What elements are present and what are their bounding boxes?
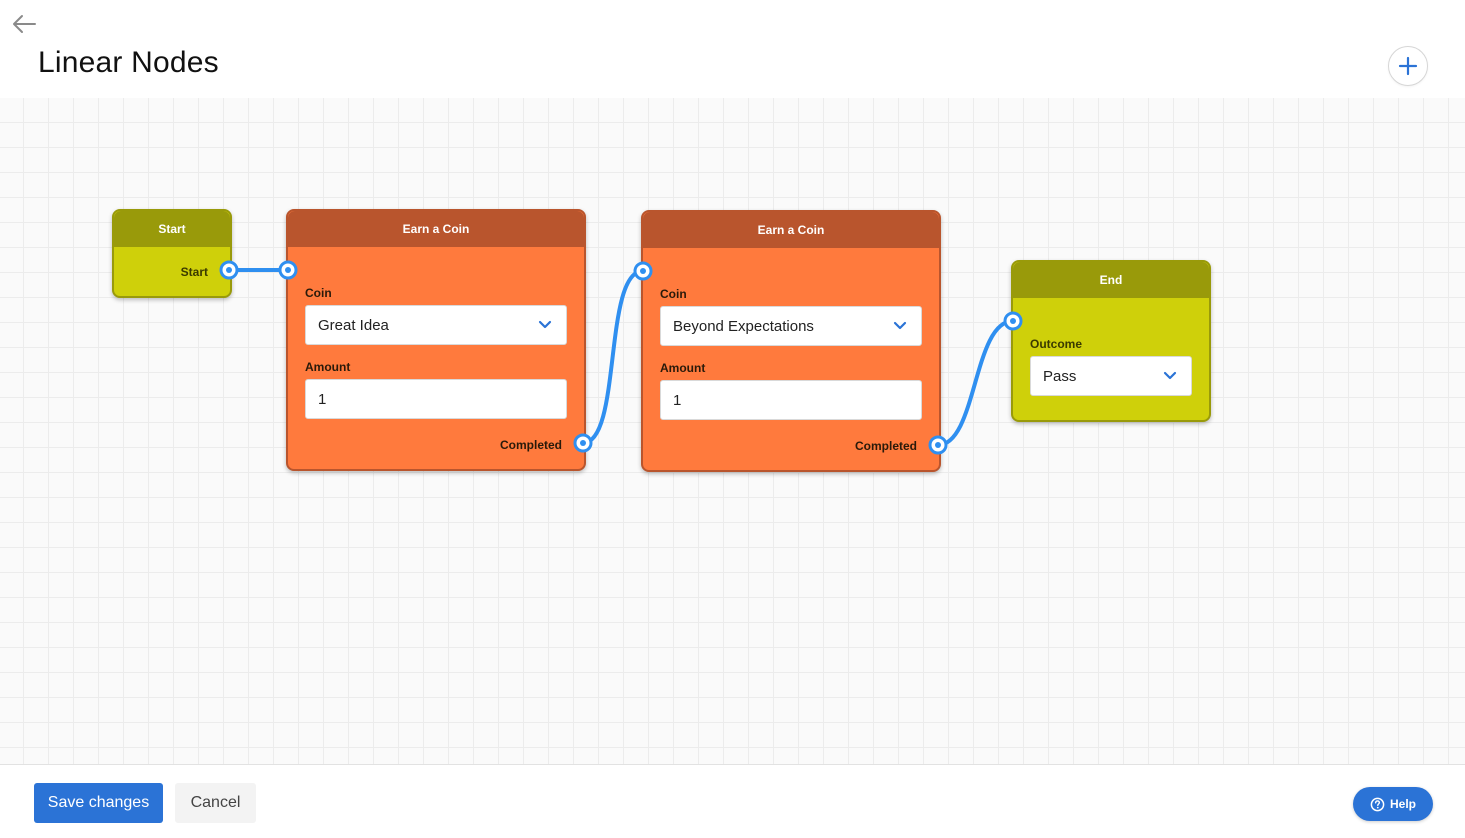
coin-label: Coin [660, 287, 687, 301]
start-node-title: Start [114, 211, 230, 247]
outcome-select-value: Pass [1043, 367, 1077, 385]
page-header: Linear Nodes [0, 0, 1465, 98]
question-circle-icon [1370, 797, 1385, 811]
chevron-down-icon [893, 321, 907, 331]
help-label: Help [1389, 797, 1416, 811]
outcome-label: Outcome [1030, 337, 1083, 351]
start-output-label: Start [180, 265, 208, 279]
amount-label: Amount [305, 360, 351, 374]
amount-input[interactable]: 1 [660, 380, 922, 420]
wire-coin-1-to-coin-2 [581, 269, 645, 445]
earn-coin-node-2[interactable]: Earn a Coin Coin Beyond Expectations Amo… [641, 210, 941, 472]
coin-1-output-port[interactable] [573, 433, 593, 453]
coin-select[interactable]: Beyond Expectations [660, 306, 922, 346]
end-node-title: End [1013, 262, 1209, 298]
coin-label: Coin [305, 286, 332, 300]
earn-coin-node-1-title: Earn a Coin [288, 211, 584, 247]
earn-coin-node-1[interactable]: Earn a Coin Coin Great Idea Amount 1 Com… [286, 209, 586, 471]
coin-select-value: Great Idea [318, 316, 389, 334]
completed-output-label: Completed [499, 438, 562, 452]
outcome-select[interactable]: Pass [1030, 356, 1192, 396]
page-footer: Save changes Cancel Help [0, 764, 1465, 838]
save-changes-button[interactable]: Save changes [34, 783, 163, 823]
amount-input[interactable]: 1 [305, 379, 567, 419]
coin-select[interactable]: Great Idea [305, 305, 567, 345]
chevron-down-icon [538, 320, 552, 330]
end-node[interactable]: End Outcome Pass [1011, 260, 1211, 422]
start-output-port[interactable] [219, 260, 239, 280]
earn-coin-node-2-title: Earn a Coin [643, 212, 939, 248]
wire-coin-2-to-end [936, 319, 1015, 447]
help-button[interactable]: Help [1353, 787, 1433, 821]
coin-1-input-port[interactable] [278, 260, 298, 280]
add-node-button[interactable] [1388, 46, 1428, 86]
cancel-button[interactable]: Cancel [175, 783, 256, 823]
node-canvas[interactable]: Start Start Earn a Coin Coin Great Idea … [0, 98, 1465, 764]
plus-icon [1398, 56, 1418, 76]
page-title: Linear Nodes [38, 46, 219, 79]
start-node[interactable]: Start Start [112, 209, 232, 298]
arrow-left-icon [13, 15, 36, 33]
chevron-down-icon [1163, 371, 1177, 381]
coin-2-input-port[interactable] [633, 261, 653, 281]
completed-output-label: Completed [854, 439, 917, 453]
end-input-port[interactable] [1003, 311, 1023, 331]
back-button[interactable] [10, 10, 38, 38]
coin-2-output-port[interactable] [928, 435, 948, 455]
coin-select-value: Beyond Expectations [673, 317, 814, 335]
amount-label: Amount [660, 361, 706, 375]
